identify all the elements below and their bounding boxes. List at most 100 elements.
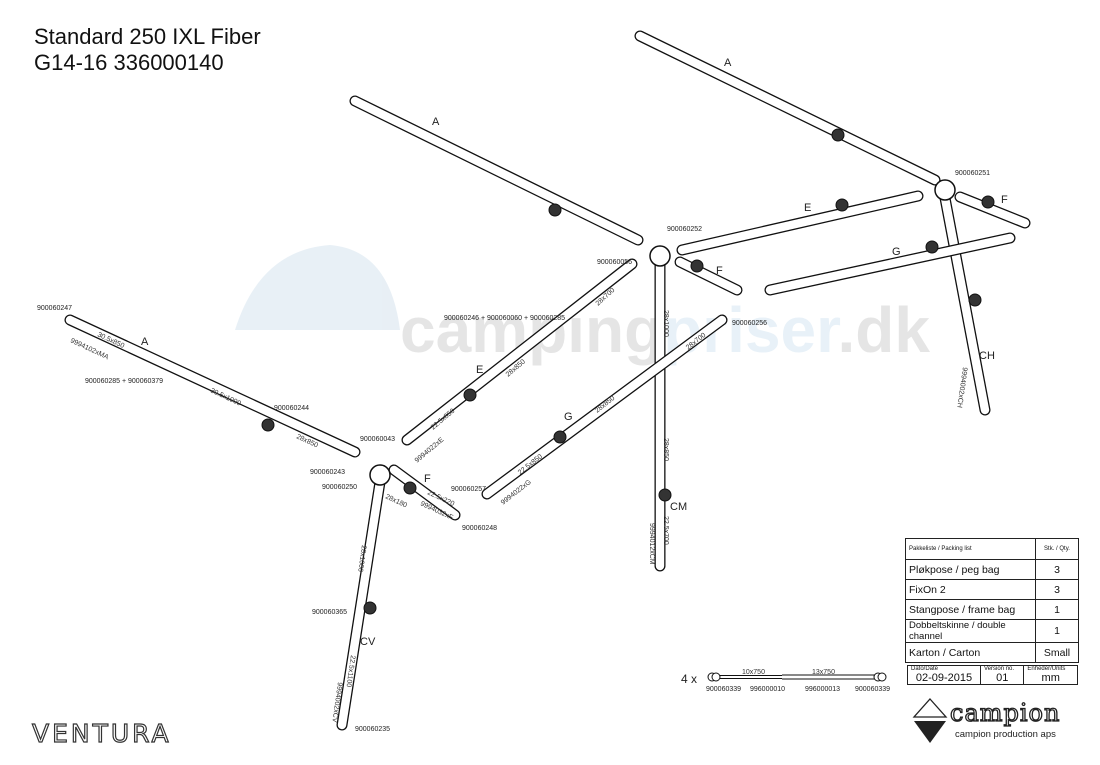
fixon-clamp-icon bbox=[553, 430, 567, 444]
date-value: 02-09-2015 bbox=[915, 672, 973, 684]
label-a: A bbox=[141, 336, 149, 348]
fixon-clamp-icon bbox=[981, 195, 995, 209]
packing-qty: 3 bbox=[1035, 579, 1079, 600]
fixon-clamp-icon bbox=[690, 259, 704, 273]
corner-joint-icon bbox=[934, 179, 956, 201]
watermark: campingpriser.dk bbox=[235, 245, 930, 366]
packing-item: Stangpose / frame bag bbox=[905, 599, 1036, 620]
label-a: A bbox=[724, 57, 732, 69]
version-value: 01 bbox=[996, 672, 1009, 684]
pole-e-rear bbox=[677, 191, 923, 255]
label-ch: CH bbox=[979, 350, 995, 362]
watermark-text-2: priser bbox=[663, 294, 840, 366]
label-f: F bbox=[1001, 194, 1008, 206]
part-number: 900060247 bbox=[37, 305, 72, 312]
fixon-clamp-icon bbox=[463, 388, 477, 402]
label-e: E bbox=[476, 364, 483, 376]
label-f: F bbox=[716, 265, 723, 277]
label-cv: CV bbox=[360, 636, 376, 648]
packing-qty: Small bbox=[1035, 642, 1079, 663]
packing-item: Karton / Carton bbox=[905, 642, 1036, 663]
dimension-label: 28x850 bbox=[662, 438, 669, 461]
fixon-clamp-icon bbox=[835, 198, 849, 212]
part-number: 996000013 bbox=[805, 686, 840, 693]
corner-joint-icon bbox=[649, 245, 671, 267]
label-a: A bbox=[432, 116, 440, 128]
fixon-clamp-icon bbox=[831, 128, 845, 142]
pole-ch bbox=[940, 193, 990, 415]
dimension-label: 9994022xE bbox=[414, 436, 446, 464]
pole-a-rear bbox=[635, 31, 940, 185]
part-number: 900060256 bbox=[732, 320, 767, 327]
packing-item: Pløkpose / peg bag bbox=[905, 559, 1036, 580]
part-number: 900060043 bbox=[360, 436, 395, 443]
campion-subtitle: campion production aps bbox=[955, 729, 1056, 740]
part-number: 900060248 bbox=[462, 525, 497, 532]
fixon-clamp-icon bbox=[968, 293, 982, 307]
title-line-2: G14-16 336000140 bbox=[34, 50, 224, 75]
part-number: 900060257 bbox=[451, 486, 486, 493]
part-number: 900060056 bbox=[597, 259, 632, 266]
part-number: 900060250 bbox=[322, 484, 357, 491]
packing-qty: 1 bbox=[1035, 619, 1079, 643]
label-cm: CM bbox=[670, 501, 687, 513]
packing-item: FixOn 2 bbox=[905, 579, 1036, 600]
dimension-label: 22.5x1100 bbox=[345, 655, 356, 688]
packing-qty: 3 bbox=[1035, 559, 1079, 580]
label-e: E bbox=[804, 202, 811, 214]
dimension-label: 28x1000 bbox=[662, 310, 669, 337]
clamps bbox=[261, 128, 995, 615]
ventura-logo: VENTURA bbox=[31, 718, 172, 748]
part-number: 900060339 bbox=[706, 686, 741, 693]
fixon-clamp-icon bbox=[363, 601, 377, 615]
part-number: 900060246 + 900060060 + 900060285 bbox=[444, 315, 565, 322]
watermark-tent-icon bbox=[235, 245, 400, 330]
part-number: 900060251 bbox=[955, 170, 990, 177]
part-number: 900060339 bbox=[855, 686, 890, 693]
part-number: 900060365 bbox=[312, 609, 347, 616]
dimension-label: 28x180 bbox=[384, 493, 408, 509]
dimension-label: 9994002xCH bbox=[955, 367, 968, 408]
units-label: Enheder/Units bbox=[1027, 666, 1066, 672]
part-number: 900060235 bbox=[355, 726, 390, 733]
watermark-text: campingpriser.dk bbox=[400, 294, 930, 366]
pole-e-front bbox=[402, 259, 637, 445]
watermark-text-1: camping bbox=[400, 294, 663, 366]
pole-f-front bbox=[389, 465, 460, 520]
part-number: 900060243 bbox=[310, 469, 345, 476]
dimension-label: 9994012xCM bbox=[648, 523, 655, 565]
part-number: 996000010 bbox=[750, 686, 785, 693]
label-g: G bbox=[892, 246, 901, 258]
part-number: 900060252 bbox=[667, 226, 702, 233]
corner-joint-icon bbox=[369, 464, 391, 486]
fixon-clamp-icon bbox=[403, 481, 417, 495]
fixon-clamp-icon bbox=[548, 203, 562, 217]
version-label: Version no. bbox=[984, 666, 1015, 672]
units-value: mm bbox=[1041, 672, 1060, 684]
campion-name: campion bbox=[949, 698, 1061, 727]
date-label: Dato/Date bbox=[911, 666, 939, 672]
channel-quantity: 4 x bbox=[681, 672, 697, 686]
double-channel: 4 x 10x750 13x750 900060339 996000010 99… bbox=[681, 669, 890, 693]
campion-triangle-icon bbox=[912, 698, 948, 743]
pole-g-rear bbox=[765, 233, 1015, 295]
packing-qty: 1 bbox=[1035, 599, 1079, 620]
pole-cv bbox=[337, 477, 385, 730]
poles bbox=[64, 30, 1031, 731]
label-g: G bbox=[564, 411, 573, 423]
pole-a-front bbox=[65, 315, 360, 457]
channel-dimension: 10x750 bbox=[742, 669, 765, 676]
drawing-title: Standard 250 IXL Fiber G14-16 336000140 bbox=[34, 24, 261, 76]
packing-header: Pakkeliste / Packing list bbox=[905, 538, 1036, 560]
campion-logo: campion campion production aps bbox=[912, 697, 1082, 747]
packing-qty-header: Stk. / Qty. bbox=[1035, 538, 1079, 560]
dimension-label: 28x1000 bbox=[356, 545, 367, 573]
dimension-label: 22.5x700 bbox=[662, 516, 669, 545]
